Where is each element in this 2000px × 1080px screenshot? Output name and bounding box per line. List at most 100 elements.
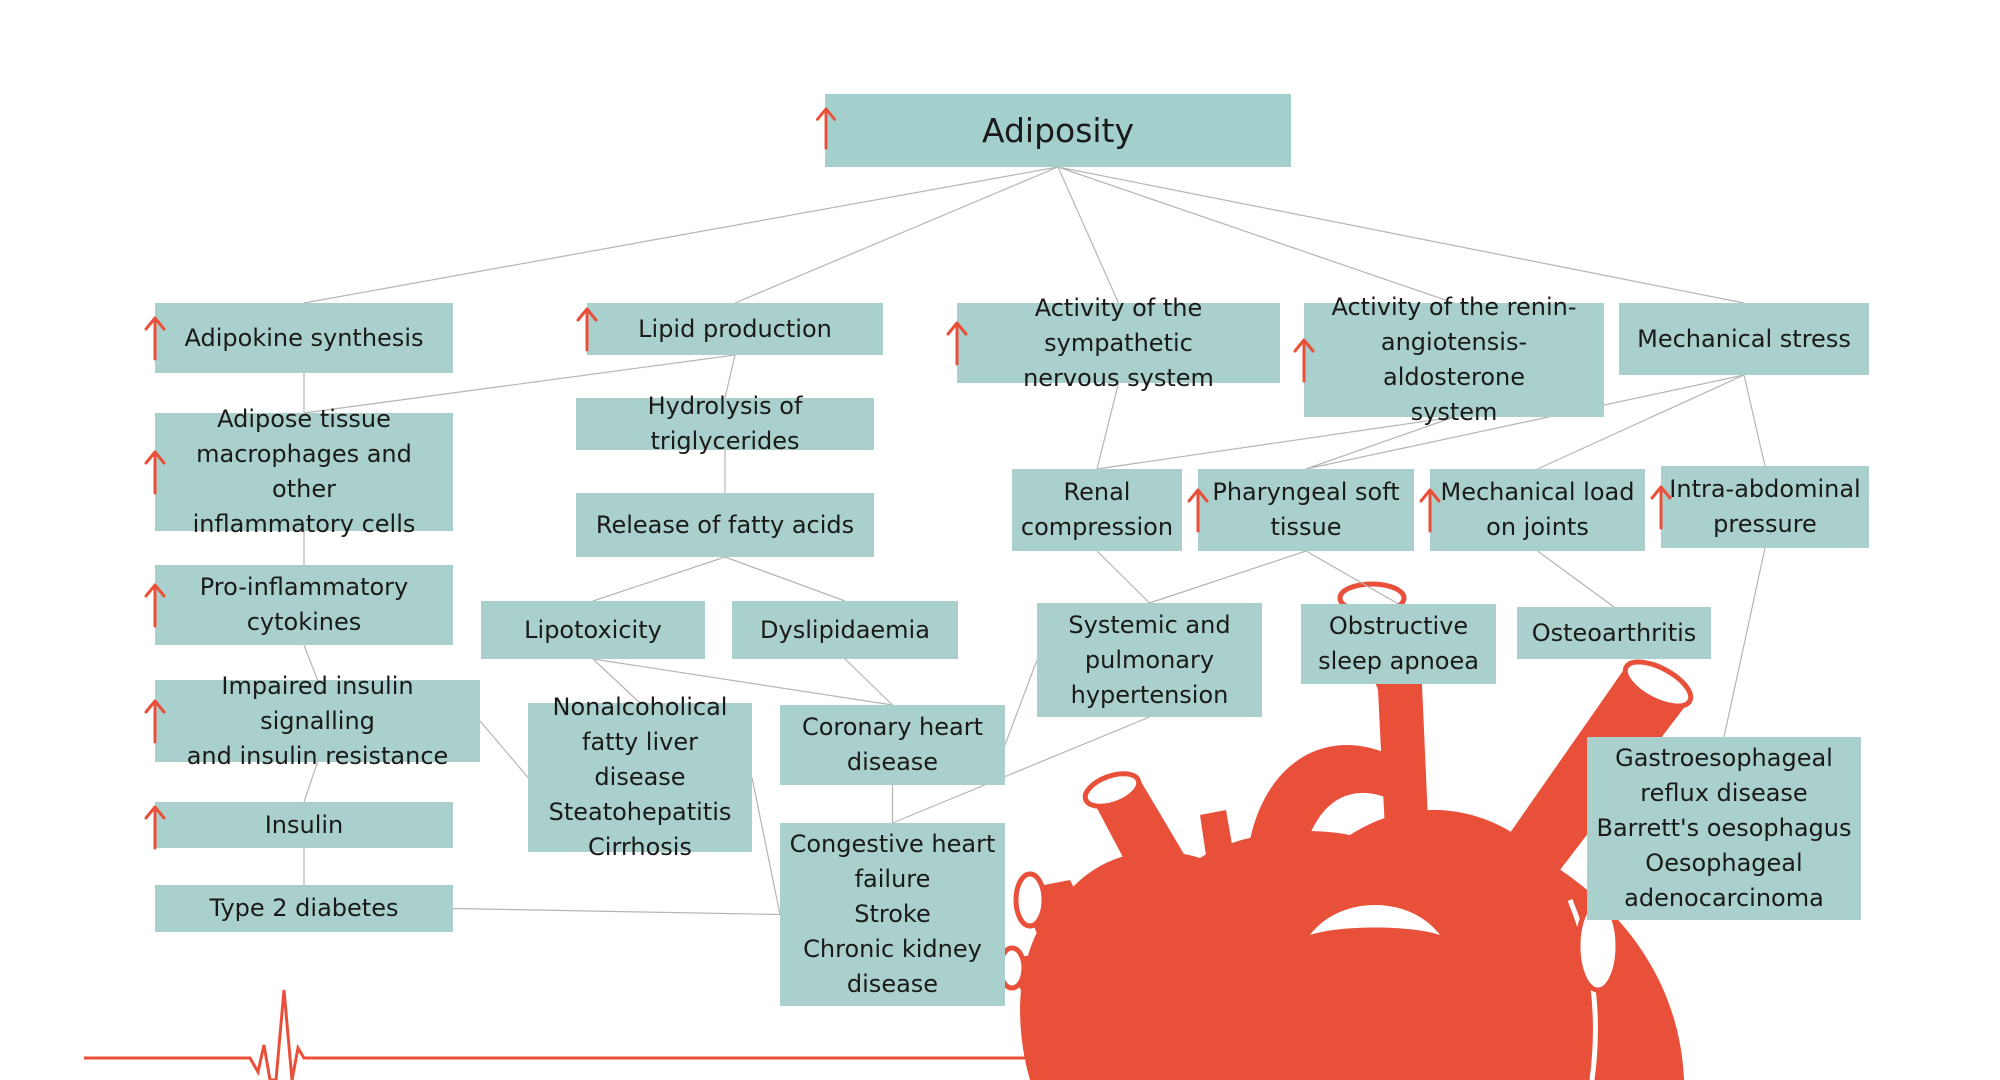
node-label-line: Insulin bbox=[264, 810, 344, 839]
node-label-line: Systemic and bbox=[1068, 610, 1231, 639]
node-label: Lipid production bbox=[638, 312, 832, 347]
node-label-line: Mechanical load bbox=[1440, 478, 1635, 506]
node-label: Activity of the renin-angiotensis-aldost… bbox=[1310, 290, 1598, 430]
edge-lipid_production-to-hydrolysis bbox=[724, 354, 736, 399]
node-hydrolysis-triglycerides: Hydrolysis of triglycerides bbox=[576, 392, 874, 455]
edge-insulin_resistance-to-nafld bbox=[479, 720, 529, 778]
node-label-line: Release of fatty acids bbox=[595, 510, 855, 539]
edge-nafld-to-chf bbox=[751, 777, 781, 915]
node-intra-abdominal-pressure: Intra-abdominal pressure bbox=[1661, 466, 1869, 548]
node-label: Intra-abdominal pressure bbox=[1669, 472, 1860, 542]
edge-cytokines-to-insulin_resistance bbox=[303, 644, 319, 681]
node-label-line: Gastroesophageal bbox=[1615, 744, 1833, 772]
up-arrow-icon bbox=[144, 450, 166, 495]
node-label: Osteoarthritis bbox=[1532, 616, 1697, 651]
edge-joints-to-osteoarthritis bbox=[1537, 550, 1615, 608]
vessel-left-bottom bbox=[1010, 952, 1078, 1018]
node-label-line: Intra-abdominal bbox=[1669, 475, 1861, 503]
vessel-left-lower-opening bbox=[1013, 871, 1047, 929]
node-label-line: Coronary heart bbox=[801, 713, 984, 741]
node-label-line: Activity of the sympathetic bbox=[1034, 293, 1203, 357]
node-lipotoxicity: Lipotoxicity bbox=[481, 601, 705, 659]
node-label-line: Osteoarthritis bbox=[1531, 618, 1697, 647]
node-pharyngeal-soft-tissue: Pharyngeal soft tissue bbox=[1198, 469, 1414, 551]
heart-inner-opening bbox=[1310, 905, 1440, 935]
up-arrow-shape bbox=[1187, 488, 1209, 533]
node-label-line: pulmonary bbox=[1084, 645, 1215, 674]
up-arrow-shape bbox=[946, 321, 968, 366]
edge-sympathetic-to-renal bbox=[1096, 382, 1120, 470]
node-label-line: Barrett's oesophagus bbox=[1596, 814, 1852, 842]
node-label-line: Renal bbox=[1063, 478, 1131, 506]
node-label-line: Lipid production bbox=[638, 314, 832, 343]
node-label: Adipokine synthesis bbox=[185, 321, 424, 356]
node-label-line: pressure bbox=[1713, 510, 1817, 538]
edge-lipid_production-to-macrophages bbox=[303, 354, 736, 414]
node-label-line: Lipotoxicity bbox=[524, 615, 662, 644]
vessel-left-small bbox=[1200, 810, 1240, 896]
node-label-line: tissue bbox=[1270, 513, 1342, 541]
aorta-arch bbox=[1245, 745, 1400, 890]
edge-mechanical_stress-to-pharyngeal bbox=[1305, 374, 1745, 470]
node-label-line: angiotensis-aldosterone bbox=[1380, 328, 1528, 391]
node-label: Type 2 diabetes bbox=[210, 891, 399, 926]
up-arrow-icon bbox=[144, 805, 166, 850]
node-label-line: cytokines bbox=[246, 608, 362, 636]
edge-lipotoxicity-to-chd bbox=[592, 658, 893, 706]
edge-raas-to-renal bbox=[1096, 416, 1455, 470]
node-label-line: on joints bbox=[1486, 513, 1589, 541]
node-label: Lipotoxicity bbox=[524, 613, 662, 648]
edge-adiposity-to-raas bbox=[1057, 166, 1455, 304]
node-adiposity: Adiposity bbox=[825, 94, 1291, 167]
node-label-line: adenocarcinoma bbox=[1624, 884, 1824, 912]
up-arrow-shape bbox=[144, 316, 166, 361]
node-label-line: reflux disease bbox=[1640, 779, 1808, 807]
up-arrow-shape bbox=[144, 699, 166, 744]
vessel-left-upper bbox=[1090, 780, 1235, 965]
vessel-top-right-opening bbox=[1622, 659, 1694, 709]
node-label-line: system bbox=[1410, 398, 1498, 426]
edge-hypertension-to-chd bbox=[1004, 659, 1038, 746]
node-label: Release of fatty acids bbox=[596, 508, 854, 543]
node-label-line: Obstructive bbox=[1328, 612, 1469, 640]
vessel-left-lower bbox=[1018, 880, 1130, 1020]
node-label-line: Mechanical stress bbox=[1637, 324, 1851, 353]
node-label-line: Congestive heart bbox=[789, 830, 996, 858]
up-arrow-shape bbox=[144, 450, 166, 495]
node-label-line: failure bbox=[854, 865, 931, 893]
node-label: Adiposity bbox=[982, 113, 1134, 148]
edge-hypertension-to-chf bbox=[892, 716, 1150, 824]
edge-pharyngeal-to-osa bbox=[1305, 550, 1399, 605]
edge-fatty_acids-to-dyslipidaemia bbox=[724, 556, 846, 602]
node-label: Insulin bbox=[265, 808, 344, 843]
up-arrow-icon bbox=[1293, 338, 1315, 383]
node-label-line: Adipokine synthesis bbox=[184, 323, 424, 352]
up-arrow-icon bbox=[815, 107, 837, 150]
up-arrow-shape bbox=[576, 307, 598, 352]
edge-lipotoxicity-to-nafld bbox=[592, 658, 641, 704]
node-label-line: Pharyngeal soft bbox=[1212, 478, 1400, 506]
node-label: Hydrolysis of triglycerides bbox=[582, 389, 868, 459]
up-arrow-shape bbox=[144, 805, 166, 850]
node-label-line: and insulin resistance bbox=[186, 741, 449, 770]
edge-dyslipidaemia-to-chd bbox=[844, 658, 893, 706]
edge-adiposity-to-lipid_production bbox=[734, 166, 1059, 304]
up-arrow-icon bbox=[1187, 488, 1209, 533]
ecg-line bbox=[84, 989, 1060, 1080]
node-label-line: Oesophageal bbox=[1645, 849, 1803, 877]
